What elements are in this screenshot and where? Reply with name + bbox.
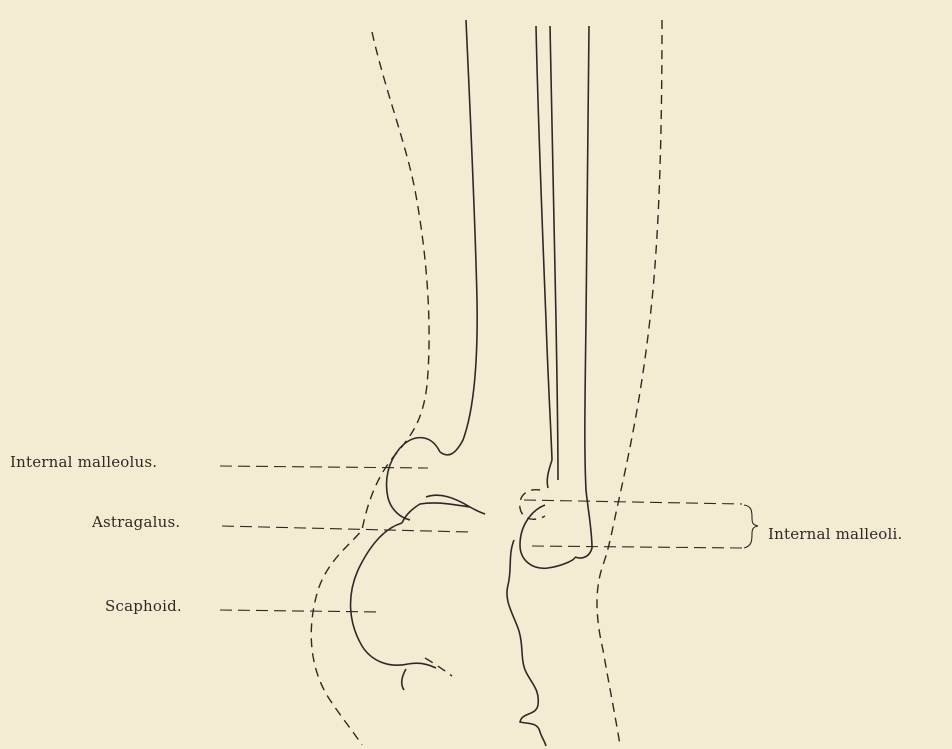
right-view-skin-outline-right [597,20,662,745]
left-view-small-tick [402,669,406,690]
leader-internal-malleoli-upper [524,500,742,504]
left-view-skin-outline [311,32,429,745]
left-view-tibia-shaft [440,20,477,455]
right-view-foot-contour [507,540,546,746]
label-astragalus: Astragalus. [92,513,180,531]
right-view-fibula-edge [575,26,592,558]
label-internal-malleolus: Internal malleolus. [10,453,157,471]
right-view-malleolus-knob [520,490,545,520]
label-scaphoid: Scaphoid. [105,597,182,615]
label-internal-malleoli: Internal malleoli. [768,525,902,543]
right-view-tibia-inner-edge [550,26,558,480]
leader-internal-malleoli-lower [532,546,742,548]
right-view-tibia-left-edge [536,26,552,460]
internal-malleoli-brace [744,505,758,548]
left-view-astragalus [402,495,485,523]
leader-internal-malleolus [220,466,428,468]
leader-astragalus [222,526,470,532]
left-view-scaphoid [351,523,436,668]
right-view-malleolus-bulge [547,460,552,488]
right-view-talus [520,505,575,568]
left-view-internal-malleolus [387,438,441,520]
leader-scaphoid [220,610,382,612]
left-view-sole-dashes [425,658,452,676]
